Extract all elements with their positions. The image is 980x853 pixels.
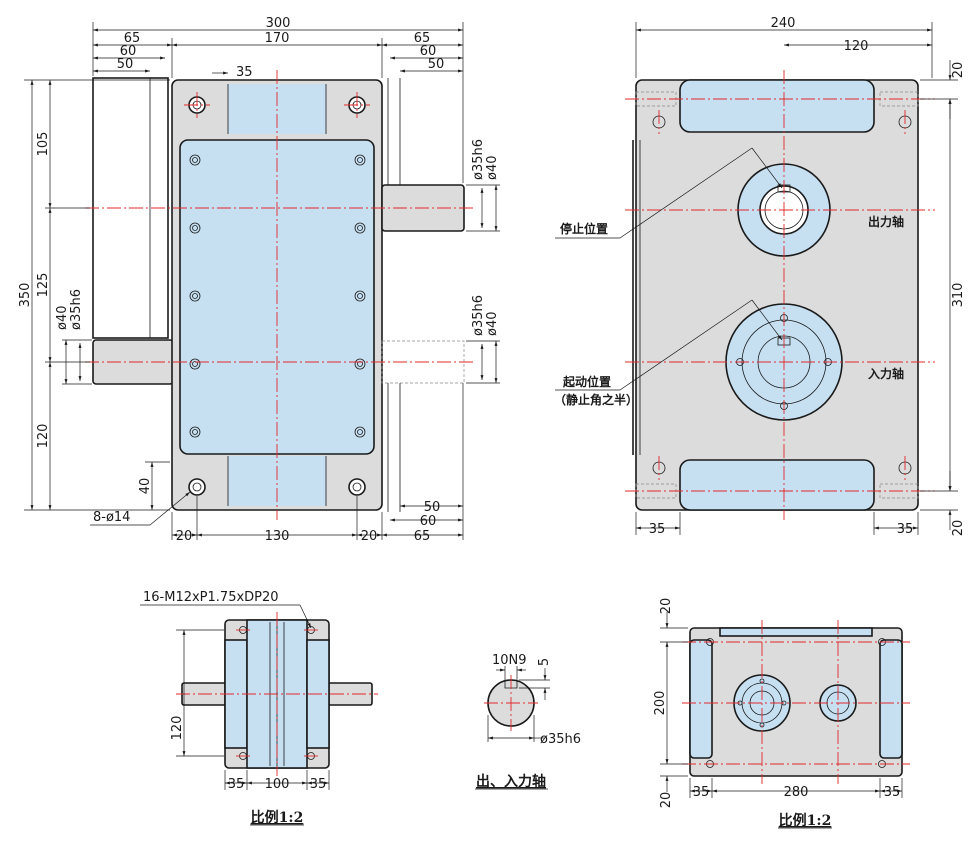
dim-35-left: 35	[649, 522, 666, 537]
dim-50-right: 50	[428, 57, 445, 72]
dim-20-bv-bottom: 20	[659, 792, 674, 809]
dim-50-left: 50	[117, 57, 134, 72]
dim-40-base: 40	[138, 478, 153, 495]
label-start-position: 起动位置	[562, 374, 611, 389]
dim-200: 200	[653, 691, 668, 716]
dim-tapped-holes: 16-M12xP1.75xDP20	[143, 590, 279, 605]
dim-20-right: 20	[361, 529, 378, 544]
dim-d35h6-left: ø35h6	[69, 289, 84, 330]
shaft-section: 10N9 5 ø35h6 出、入力轴	[475, 653, 581, 790]
dim-310: 310	[951, 283, 966, 308]
dim-125: 125	[36, 273, 51, 298]
label-stop-position: 停止位置	[560, 221, 608, 236]
label-start-note: （静止角之半）	[554, 392, 638, 407]
dim-d40-left: ø40	[55, 306, 70, 331]
scale-label-top: 比例1:2	[251, 809, 304, 826]
dim-60-right: 60	[420, 44, 437, 59]
top-recess	[679, 79, 875, 133]
dim-20-bottom: 20	[951, 520, 966, 537]
dim-120-half: 120	[844, 39, 869, 54]
scale-label-bottom: 比例1:2	[779, 812, 832, 829]
side-body	[635, 79, 919, 511]
dim-300: 300	[266, 16, 291, 31]
dim-d40-lower: ø40	[485, 312, 500, 337]
side-view: 240 120 20 310 20 35 35 停止位置 出力轴 起动位	[554, 16, 966, 537]
mount-hole	[188, 478, 206, 496]
dim-35-right: 35	[897, 522, 914, 537]
dim-50-bottom: 50	[424, 500, 441, 515]
dim-280: 280	[784, 785, 809, 800]
dim-20-left: 20	[176, 529, 193, 544]
dim-120-top: 120	[170, 716, 185, 741]
dim-35-bv-left: 35	[693, 785, 710, 800]
dim-130: 130	[265, 529, 290, 544]
dim-35-top: 35	[236, 65, 253, 80]
bottom-view: 20 200 20 35 280 35 比例1:2	[653, 598, 910, 829]
dim-d40-upper: ø40	[485, 156, 500, 181]
dim-60-left: 60	[120, 44, 137, 59]
dim-65-bottom: 65	[414, 529, 431, 544]
dim-depth-5: 5	[537, 658, 552, 666]
dim-35-top-left: 35	[228, 777, 245, 792]
dim-170: 170	[265, 31, 290, 46]
dim-65-left: 65	[124, 31, 141, 46]
dim-350: 350	[18, 283, 33, 308]
bottom-body	[689, 627, 903, 777]
dim-35-bv-right: 35	[884, 785, 901, 800]
label-output-shaft: 出力轴	[868, 214, 904, 229]
label-input-shaft: 入力轴	[868, 366, 904, 381]
top-view: 16-M12xP1.75xDP20 120 35 100 35 比例1:2	[140, 590, 378, 826]
dim-d35h6-lower: ø35h6	[471, 295, 486, 336]
dim-65-right: 65	[414, 31, 431, 46]
dim-shaft-dia: ø35h6	[540, 732, 581, 747]
dim-60-bottom: 60	[420, 514, 437, 529]
dim-100: 100	[265, 777, 290, 792]
dim-105: 105	[36, 132, 51, 157]
dim-keyway: 10N9	[492, 653, 527, 668]
dim-240: 240	[771, 16, 796, 31]
bottom-recess	[679, 459, 875, 511]
dim-120: 120	[36, 424, 51, 449]
shaft-caption: 出、入力轴	[476, 773, 546, 790]
dim-d35h6-upper: ø35h6	[471, 139, 486, 180]
dim-holes: 8-ø14	[93, 510, 130, 525]
dim-20-top: 20	[951, 62, 966, 79]
dim-35-top-right: 35	[310, 777, 327, 792]
mount-hole	[348, 478, 366, 496]
dim-20-bv-top: 20	[659, 598, 674, 615]
front-view: 300 65 170 65 60 60 50 50 35 350 105 125…	[18, 16, 500, 544]
